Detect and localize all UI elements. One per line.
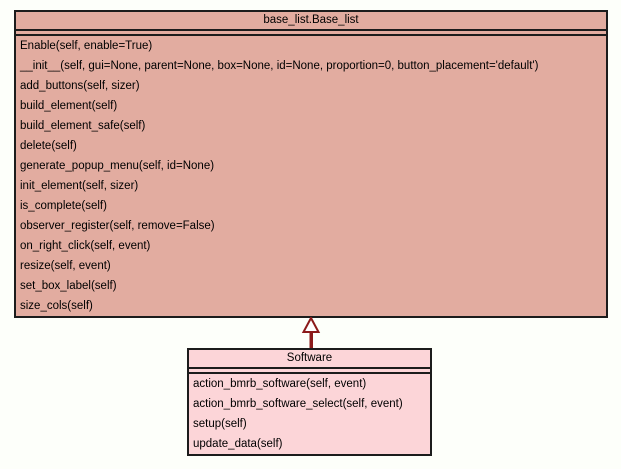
method-item: set_box_label(self) [20,280,117,292]
class-box-base-list: base_list.Base_list Enable(self, enable=… [14,10,608,318]
method-item: resize(self, event) [20,260,111,272]
method-item: action_bmrb_software(self, event) [193,378,367,390]
method-item: action_bmrb_software_select(self, event) [193,398,403,410]
attributes-compartment-base-list [16,31,606,36]
method-item: build_element_safe(self) [20,120,146,132]
method-item: delete(self) [20,140,77,152]
method-item: on_right_click(self, event) [20,240,151,252]
methods-compartment-software: action_bmrb_software(self, event) action_… [189,374,430,454]
method-item: init_element(self, sizer) [20,180,139,192]
method-item: generate_popup_menu(self, id=None) [20,160,215,172]
method-item: is_complete(self) [20,200,107,212]
class-name-base-list: base_list.Base_list [16,12,606,31]
attributes-compartment-software [189,369,430,374]
method-item: __init__(self, gui=None, parent=None, bo… [20,60,539,72]
method-item: add_buttons(self, sizer) [20,80,140,92]
method-item: size_cols(self) [20,300,93,312]
method-item: setup(self) [193,418,247,430]
class-name-software: Software [189,350,430,369]
method-item: Enable(self, enable=True) [20,40,153,52]
class-box-software: Software action_bmrb_software(self, even… [187,348,432,456]
methods-compartment-base-list: Enable(self, enable=True) __init__(self, … [16,36,606,316]
method-item: observer_register(self, remove=False) [20,220,215,232]
method-item: build_element(self) [20,100,118,112]
method-item: update_data(self) [193,438,283,450]
inheritance-arrow-icon [301,317,321,348]
